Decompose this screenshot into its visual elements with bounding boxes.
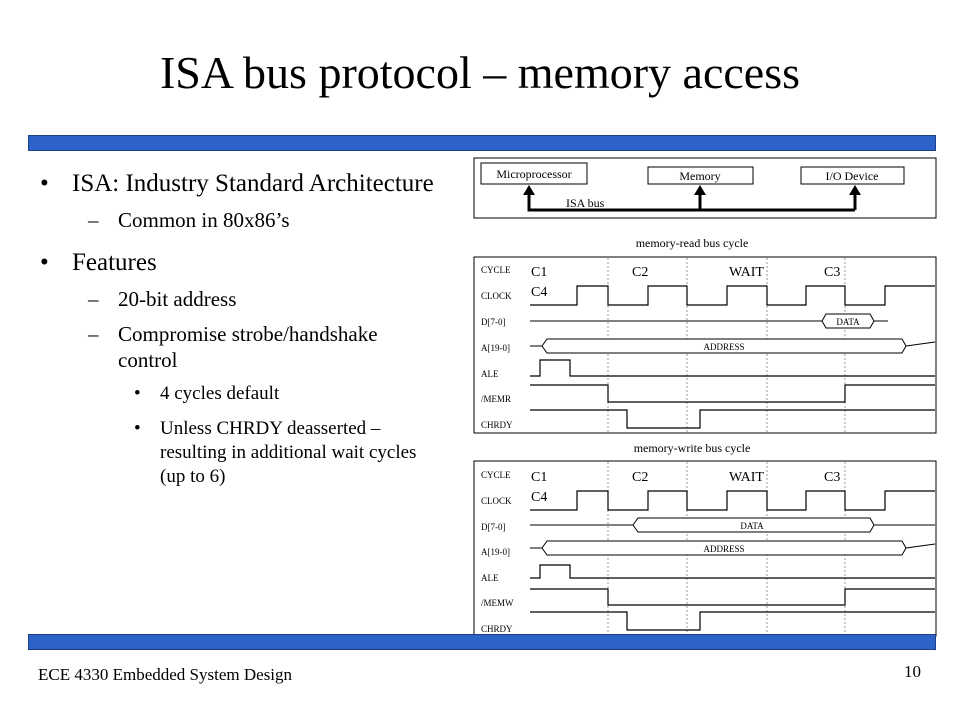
bottom-accent-bar: [28, 634, 936, 650]
memw-waveform: [530, 588, 935, 606]
data-label: DATA: [836, 317, 860, 327]
signal-label: D[7-0]: [481, 317, 506, 327]
cycle-label-c1: C1: [531, 470, 547, 485]
memory-box: [647, 166, 754, 185]
cycle-label-c3: C3: [824, 265, 840, 280]
ale-waveform: [530, 359, 935, 377]
address-bus-idle: [905, 543, 936, 549]
microprocessor-box: [480, 162, 588, 185]
bullet-addr: –20-bit address: [40, 286, 440, 312]
bus-block-diagram: Microprocessor Memory I/O Device ISA bus: [473, 157, 937, 219]
bullet-common: –Common in 80x86’s: [40, 207, 440, 233]
clock-waveform: [530, 285, 935, 306]
address-bus-idle: [905, 341, 936, 347]
cycle-label-c4: C4: [531, 285, 547, 300]
ale-waveform: [530, 564, 935, 579]
bullet-isa: • ISA: Industry Standard Architecture: [40, 168, 440, 199]
io-device-box: [800, 166, 905, 185]
signal-label: A[19-0]: [481, 547, 510, 557]
bullet-compromise: –Compromise strobe/handshake control: [40, 321, 440, 373]
signal-label: CLOCK: [481, 496, 512, 506]
isa-bus-label: ISA bus: [566, 196, 605, 210]
dash-icon: –: [88, 287, 99, 311]
dash-icon: –: [88, 208, 99, 232]
write-cycle-caption: memory-write bus cycle: [634, 441, 751, 455]
signal-label: CLOCK: [481, 291, 512, 301]
microprocessor-label: Microprocessor: [496, 167, 571, 181]
signal-label: A[19-0]: [481, 343, 510, 353]
page-number: 10: [904, 662, 921, 681]
signal-label: CYCLE: [481, 470, 511, 480]
top-accent-bar: [28, 135, 936, 151]
bullet-compromise-text: Compromise strobe/handshake control: [118, 322, 378, 372]
bullet-dot-icon: •: [40, 170, 49, 197]
cycle-label-wait: WAIT: [729, 470, 764, 485]
bullet-isa-text: ISA: Industry Standard Architecture: [72, 170, 434, 197]
cycle-label-c2: C2: [632, 470, 648, 485]
address-label: ADDRESS: [703, 342, 744, 352]
memr-waveform: [530, 384, 935, 403]
io-device-label: I/O Device: [826, 169, 879, 183]
footer-course: ECE 4330 Embedded System Design: [38, 665, 293, 684]
cycle-label-c2: C2: [632, 265, 648, 280]
bullet-features: • Features: [40, 247, 440, 278]
bullet-unless-text: Unless CHRDY deasserted – resulting in a…: [160, 418, 417, 487]
signal-label: CHRDY: [481, 420, 513, 430]
bullet-cycles-text: 4 cycles default: [160, 383, 280, 404]
memory-label: Memory: [679, 169, 720, 183]
cycle-label-c1: C1: [531, 265, 547, 280]
data-label: DATA: [740, 521, 764, 531]
cycle-label-c3: C3: [824, 470, 840, 485]
slide-title: ISA bus protocol – memory access: [159, 47, 801, 98]
chrdy-waveform: [530, 409, 935, 429]
cycle-label-c4: C4: [531, 490, 547, 505]
bullet-dot-icon: •: [134, 418, 141, 439]
signal-label: D[7-0]: [481, 522, 506, 532]
cycle-label-wait: WAIT: [729, 265, 764, 280]
arrow-head-icon: [849, 185, 861, 195]
signal-label: /MEMW: [481, 598, 514, 608]
bullet-dot-icon: •: [40, 249, 49, 276]
signal-label: ALE: [481, 573, 499, 583]
bullet-unless: • Unless CHRDY deasserted – resulting in …: [40, 417, 440, 489]
isa-bus-line: [527, 188, 855, 212]
bullet-dot-icon: •: [134, 383, 141, 404]
write-timing-diagram: CYCLE CLOCK D[7-0] A[19-0] ALE /MEMW CHR…: [473, 460, 937, 637]
signal-label: CHRDY: [481, 624, 513, 634]
read-timing-diagram: CYCLE CLOCK D[7-0] A[19-0] ALE /MEMR CHR…: [473, 256, 937, 434]
signal-label: /MEMR: [481, 394, 511, 404]
signal-label: CYCLE: [481, 265, 511, 275]
arrow-head-icon: [694, 185, 706, 195]
arrow-head-icon: [523, 185, 535, 195]
chrdy-waveform: [530, 611, 935, 631]
clock-waveform: [530, 490, 935, 511]
dash-icon: –: [88, 322, 99, 346]
signal-label: ALE: [481, 369, 499, 379]
address-label: ADDRESS: [703, 544, 744, 554]
bullet-common-text: Common in 80x86’s: [118, 208, 290, 232]
bullet-cycles-default: • 4 cycles default: [40, 382, 440, 406]
bullet-features-text: Features: [72, 249, 157, 276]
read-cycle-caption: memory-read bus cycle: [636, 236, 749, 250]
bullet-list: •ISA: Industry Standard Architecture –Co…: [40, 168, 440, 500]
bullet-addr-text: 20-bit address: [118, 287, 237, 311]
